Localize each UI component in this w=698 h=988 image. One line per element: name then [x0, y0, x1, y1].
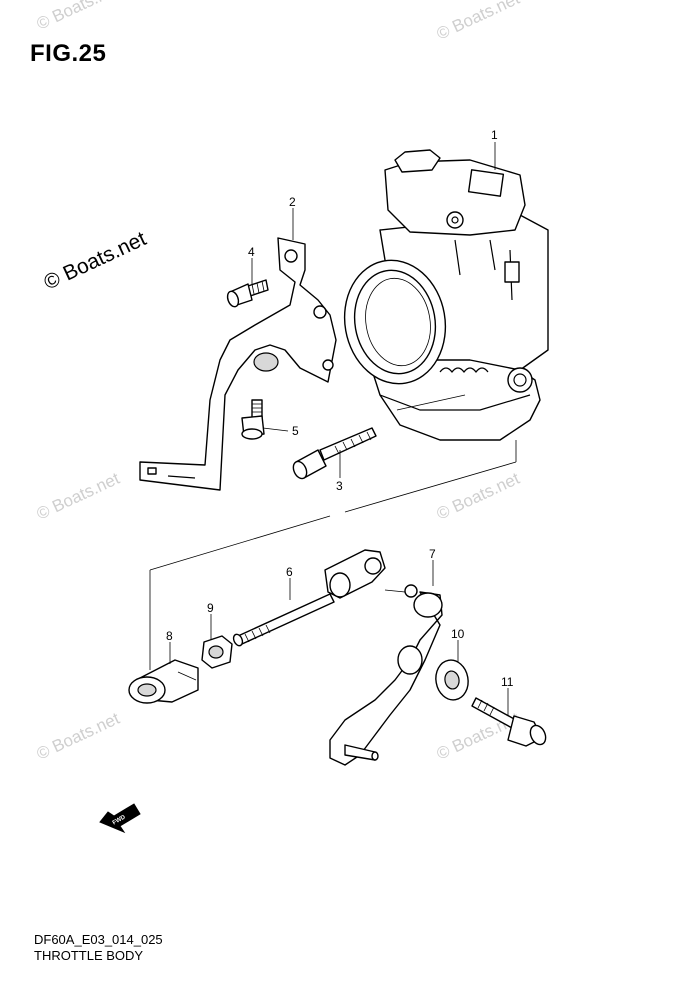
- rod-part: [232, 593, 335, 647]
- assembly-lines: [149, 440, 517, 670]
- bolt-4-part: [226, 279, 269, 308]
- figure-label: FIG.25: [30, 40, 107, 67]
- diagram-title: THROTTLE BODY: [34, 948, 144, 963]
- callout-8: 8: [166, 629, 173, 643]
- throttle-bracket-part: [139, 237, 337, 491]
- throttle-lever-part: [324, 549, 443, 766]
- nut-part: [201, 635, 233, 669]
- callout-2: 2: [289, 195, 296, 209]
- callout-3: 3: [336, 479, 343, 493]
- watermark-faint: © Boats.net: [434, 469, 523, 524]
- callout-11: 11: [501, 675, 514, 689]
- callout-10: 10: [451, 627, 465, 641]
- bolt-11-part: [471, 697, 547, 747]
- watermark-faint: © Boats.net: [34, 0, 123, 34]
- callout-4: 4: [248, 245, 255, 259]
- fwd-arrow-icon: FWD: [99, 803, 141, 834]
- watermark-main: © Boats.net: [40, 227, 150, 294]
- ball-joint-part: [128, 659, 199, 704]
- watermark-faint: © Boats.net: [34, 469, 123, 524]
- callout-7: 7: [429, 547, 436, 561]
- washer-part: [435, 659, 469, 701]
- leader-lines: [169, 142, 509, 716]
- callout-5: 5: [292, 424, 299, 438]
- watermark-faint: © Boats.net: [434, 0, 523, 44]
- callouts: 1 2 3 4 5 6 7 8 9 10 11: [166, 128, 514, 689]
- callout-1: 1: [491, 128, 498, 142]
- watermark-faint: © Boats.net: [34, 709, 123, 764]
- callout-9: 9: [207, 601, 214, 615]
- callout-6: 6: [286, 565, 293, 579]
- throttle-body-part: [343, 149, 549, 441]
- diagram-code: DF60A_E03_014_025: [34, 932, 163, 947]
- long-bolt-part: [292, 427, 377, 480]
- bolt-5-part: [241, 399, 265, 440]
